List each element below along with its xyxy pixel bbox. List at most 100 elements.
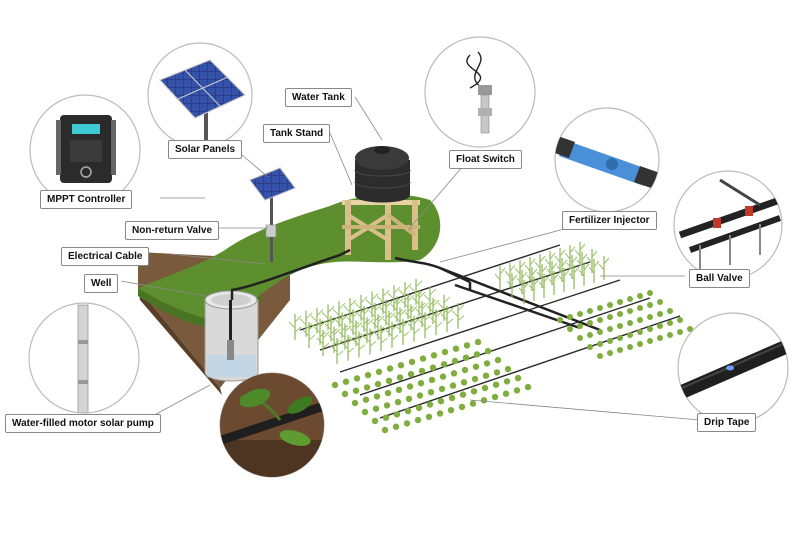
crop-plant: [396, 374, 404, 381]
crop-leaves: [534, 255, 546, 269]
crop-plant: [451, 357, 459, 365]
crop-plant: [491, 393, 499, 401]
crop-leaves: [352, 333, 366, 350]
crop-plant: [472, 363, 480, 370]
crop-plant: [637, 305, 643, 311]
crop-plant: [607, 350, 613, 356]
crop-plant: [667, 332, 673, 338]
crop-plant: [429, 364, 437, 371]
crop-plant: [617, 323, 623, 329]
crop-plant: [473, 351, 481, 358]
crop-leaves: [385, 323, 399, 341]
crop-plant: [513, 387, 521, 394]
crop-leaves: [516, 271, 528, 285]
crop-plant: [677, 329, 683, 335]
crop-plant: [667, 308, 673, 314]
crop-leaves: [556, 259, 568, 273]
crop-plant: [351, 399, 359, 407]
solar-panels-callout: [147, 42, 253, 148]
crop-plant: [607, 314, 613, 320]
crop-leaves: [514, 261, 526, 275]
crop-plant: [587, 332, 593, 338]
crop-leaves: [558, 269, 570, 283]
crop-plant: [480, 397, 488, 404]
crop-plant: [637, 293, 643, 299]
label-non-return-valve: Non-return Valve: [125, 221, 220, 240]
crop-plant: [373, 393, 381, 400]
drip-line: [319, 261, 591, 351]
crop-leaves: [341, 336, 355, 354]
crop-plant: [397, 362, 405, 369]
crop-plant: [647, 326, 653, 332]
crop-plant: [386, 365, 394, 372]
crop-plant: [428, 376, 436, 384]
crop-plant: [331, 381, 339, 389]
crop-plant: [415, 404, 423, 411]
drip-line: [339, 279, 621, 373]
crop-plant: [426, 401, 434, 408]
crop-plant: [524, 383, 532, 391]
crop-plant: [363, 384, 371, 391]
crop-plant: [617, 311, 623, 317]
crop-plant: [450, 370, 458, 377]
crop-leaves: [568, 266, 580, 280]
crop-plant: [384, 389, 392, 397]
crop-leaves: [598, 257, 610, 271]
crop-plant: [577, 311, 583, 317]
crop-plant: [452, 345, 460, 352]
crop-plant: [407, 371, 415, 378]
crop-plant: [374, 380, 382, 388]
crop-plant: [597, 353, 603, 359]
crop-plant: [483, 360, 491, 367]
crop-plant: [627, 344, 633, 350]
crop-leaves: [504, 264, 516, 278]
crop-plant: [418, 367, 426, 375]
crop-leaves: [564, 246, 576, 260]
crop-leaves: [528, 278, 540, 292]
crop-plant: [458, 403, 466, 411]
crop-leaves: [588, 260, 600, 274]
fertilizer-injector-callout: [554, 107, 660, 213]
crop-plant: [394, 398, 402, 406]
crop-plant: [427, 389, 435, 396]
crop-leaves: [526, 268, 538, 282]
label-fertilizer-injector: Fertilizer Injector: [562, 211, 657, 230]
crop-plant: [607, 326, 613, 332]
crop-plant: [587, 308, 593, 314]
crop-plant: [449, 382, 457, 389]
crop-plant: [406, 383, 414, 390]
crop-plant: [587, 344, 593, 350]
crop-leaves: [538, 275, 550, 289]
crop-plant: [647, 314, 653, 320]
crop-plant: [463, 342, 471, 349]
crop-plant: [383, 402, 391, 409]
crop-plant: [438, 385, 446, 393]
crop-plant: [607, 302, 613, 308]
label-mppt-controller: MPPT Controller: [40, 190, 133, 209]
drip-line: [359, 297, 651, 396]
label-water-tank: Water Tank: [285, 88, 352, 107]
crop-plant: [481, 384, 489, 392]
crop-plant: [494, 356, 502, 364]
crop-plant: [469, 400, 477, 407]
label-pump: Water-filled motor solar pump: [5, 414, 161, 433]
crop-plant: [440, 361, 448, 368]
crop-plant: [493, 369, 501, 376]
crop-plant: [647, 338, 653, 344]
crop-plant: [371, 417, 379, 425]
crop-plant: [459, 391, 467, 398]
label-solar-panels: Solar Panels: [168, 140, 243, 159]
solar-panel-pole: [249, 167, 296, 262]
crop-plant: [342, 378, 350, 385]
crop-plant: [567, 326, 573, 332]
crop-plant: [385, 377, 393, 384]
crop-plant: [627, 320, 633, 326]
crop-leaves: [288, 315, 302, 333]
soil-front: [138, 288, 222, 395]
crop-plant: [647, 290, 653, 296]
crop-plant: [414, 416, 422, 424]
crop-plant: [425, 413, 433, 420]
crop-leaves: [566, 256, 578, 270]
well: [204, 290, 259, 382]
